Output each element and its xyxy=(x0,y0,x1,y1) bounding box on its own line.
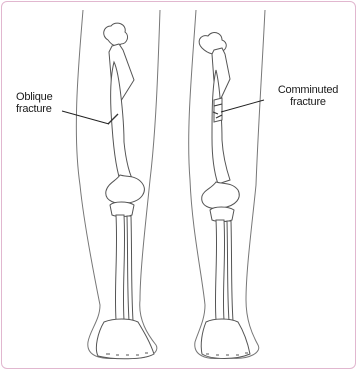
comminuted-fracture-label: Comminuted fracture xyxy=(262,84,354,108)
right-femur xyxy=(199,33,239,209)
right-leg-outline-inner xyxy=(230,10,265,358)
left-leader-line xyxy=(62,111,109,124)
oblique-label-line2: fracture xyxy=(16,103,53,115)
right-foot xyxy=(201,319,250,359)
right-lower-bones xyxy=(210,207,234,321)
left-foot xyxy=(96,319,154,359)
left-lower-bones xyxy=(110,202,134,321)
comminuted-label-line2: fracture xyxy=(262,96,354,108)
oblique-fracture-label: Oblique fracture xyxy=(16,91,53,115)
comminuted-label-line1: Comminuted xyxy=(262,84,354,96)
left-femur xyxy=(104,23,145,203)
oblique-label-line1: Oblique xyxy=(16,91,53,103)
right-leader-line xyxy=(221,100,264,112)
